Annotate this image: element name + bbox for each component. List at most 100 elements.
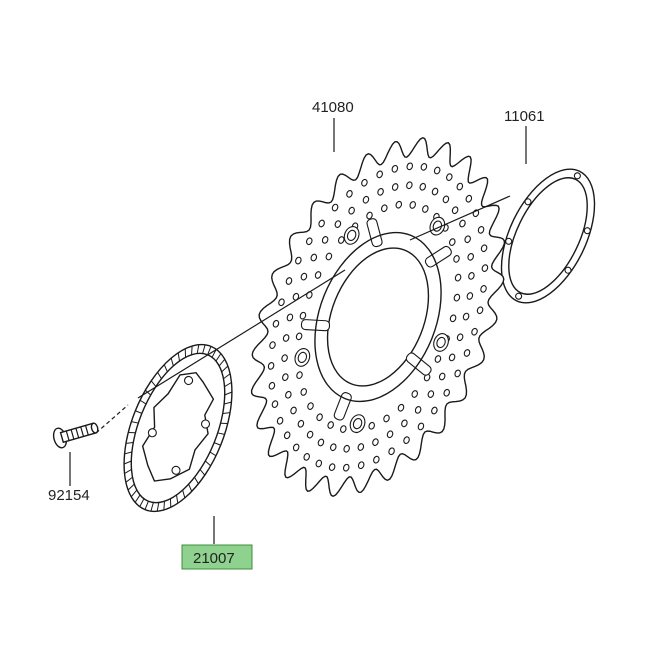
disc-hole bbox=[471, 327, 478, 336]
ring-tooth bbox=[217, 432, 225, 435]
disc-hole bbox=[271, 400, 279, 408]
ring-tooth bbox=[130, 489, 138, 498]
disc-hole bbox=[329, 443, 337, 452]
gasket-11061[interactable] bbox=[482, 155, 613, 318]
disc-hole bbox=[361, 178, 368, 187]
disc-hole bbox=[295, 256, 302, 265]
disc-hole bbox=[310, 253, 318, 262]
ring-tooth bbox=[150, 502, 154, 512]
highlight-box-21007 bbox=[181, 544, 253, 570]
part-number-21007: 21007 bbox=[193, 550, 235, 567]
disc-hole bbox=[449, 238, 456, 246]
ring-tooth bbox=[144, 501, 149, 510]
disc-hole bbox=[376, 170, 383, 179]
disc-hole bbox=[459, 219, 466, 228]
disc-hole bbox=[348, 206, 355, 215]
disc-hole bbox=[417, 422, 425, 431]
disc-hole bbox=[422, 205, 429, 213]
ring-tooth bbox=[222, 412, 231, 414]
disc-hole bbox=[281, 354, 288, 362]
disc-hole bbox=[454, 369, 461, 378]
disc-hole bbox=[306, 430, 314, 439]
ring-tooth bbox=[169, 498, 172, 508]
disc-hole bbox=[267, 362, 275, 370]
ring-tooth bbox=[170, 358, 174, 366]
disc-hole bbox=[453, 293, 461, 302]
disc-hole bbox=[466, 292, 474, 300]
ring-tooth bbox=[135, 410, 143, 414]
ring-tooth bbox=[194, 477, 199, 484]
disc-hole bbox=[414, 406, 422, 414]
ring-tooth bbox=[188, 483, 193, 492]
ring-tooth bbox=[215, 353, 222, 362]
disc-hole bbox=[467, 252, 474, 261]
ring-tooth bbox=[150, 380, 157, 387]
ring-tooth bbox=[213, 442, 221, 446]
disc-hole bbox=[337, 236, 345, 244]
disc-hole bbox=[346, 189, 353, 198]
ring-tooth bbox=[139, 498, 145, 507]
ring-tooth bbox=[184, 348, 187, 358]
ring-tooth bbox=[199, 469, 206, 476]
disc-hole bbox=[372, 438, 379, 446]
abs-sensor-ring-21007[interactable] bbox=[102, 329, 253, 527]
disc-mount-boss bbox=[352, 418, 363, 430]
disc-hole bbox=[477, 226, 485, 234]
ring-tooth bbox=[145, 389, 152, 396]
part-number-11061: 11061 bbox=[504, 108, 545, 125]
disc-mount-boss bbox=[297, 351, 308, 364]
disc-hole bbox=[315, 459, 323, 468]
disc-hole bbox=[278, 298, 285, 307]
disc-hole bbox=[480, 244, 488, 253]
ring-tooth bbox=[177, 352, 181, 362]
disc-hole bbox=[272, 319, 280, 328]
disc-hole bbox=[391, 164, 399, 173]
disc-hole bbox=[318, 219, 325, 228]
disc-hole bbox=[434, 355, 442, 363]
disc-hole bbox=[388, 447, 395, 456]
disc-hole bbox=[476, 306, 484, 315]
disc-hole bbox=[292, 443, 300, 452]
disc-hole bbox=[383, 414, 390, 423]
assembly-lines bbox=[95, 195, 511, 434]
disc-hole bbox=[464, 235, 471, 244]
ring-tooth bbox=[220, 422, 228, 424]
brake-disc-41080[interactable] bbox=[202, 100, 554, 534]
part-number-92154: 92154 bbox=[48, 487, 90, 504]
bolt-92154[interactable] bbox=[51, 418, 100, 450]
ring-tooth bbox=[202, 344, 206, 354]
disc-hole bbox=[373, 455, 380, 464]
ring-tooth bbox=[218, 358, 226, 367]
ring-tooth bbox=[156, 502, 160, 512]
disc-hole bbox=[331, 203, 339, 212]
disc-hole bbox=[269, 341, 276, 349]
disc-hole bbox=[334, 220, 342, 228]
disc-hole bbox=[282, 373, 289, 382]
disc-hole bbox=[342, 463, 350, 472]
disc-hole bbox=[451, 206, 459, 215]
part-number-41080: 41080 bbox=[312, 99, 354, 116]
disc-hole bbox=[406, 162, 414, 171]
ring-tooth bbox=[175, 494, 179, 504]
part-labels: 41080 11061 92154 21007 bbox=[48, 99, 545, 570]
label-leaders bbox=[69, 118, 527, 544]
disc-hole bbox=[456, 182, 464, 191]
ring-tooth bbox=[124, 451, 132, 455]
disc-hole bbox=[316, 413, 323, 422]
disc-hole bbox=[285, 277, 293, 285]
ring-tooth bbox=[125, 442, 134, 444]
ring-tooth bbox=[191, 345, 193, 355]
disc-mount-boss bbox=[436, 336, 446, 349]
disc-hole bbox=[317, 438, 325, 447]
ring-tooth bbox=[224, 401, 232, 405]
ring-tooth bbox=[204, 460, 211, 467]
disc-hole bbox=[296, 371, 303, 379]
disc-hole bbox=[282, 334, 290, 342]
disc-hole bbox=[268, 381, 276, 390]
disc-hole bbox=[462, 312, 470, 321]
disc-hole bbox=[340, 425, 347, 433]
disc-hole bbox=[386, 430, 394, 439]
ring-tooth bbox=[123, 460, 132, 465]
disc-hole bbox=[391, 183, 399, 191]
disc-hole bbox=[297, 419, 305, 428]
